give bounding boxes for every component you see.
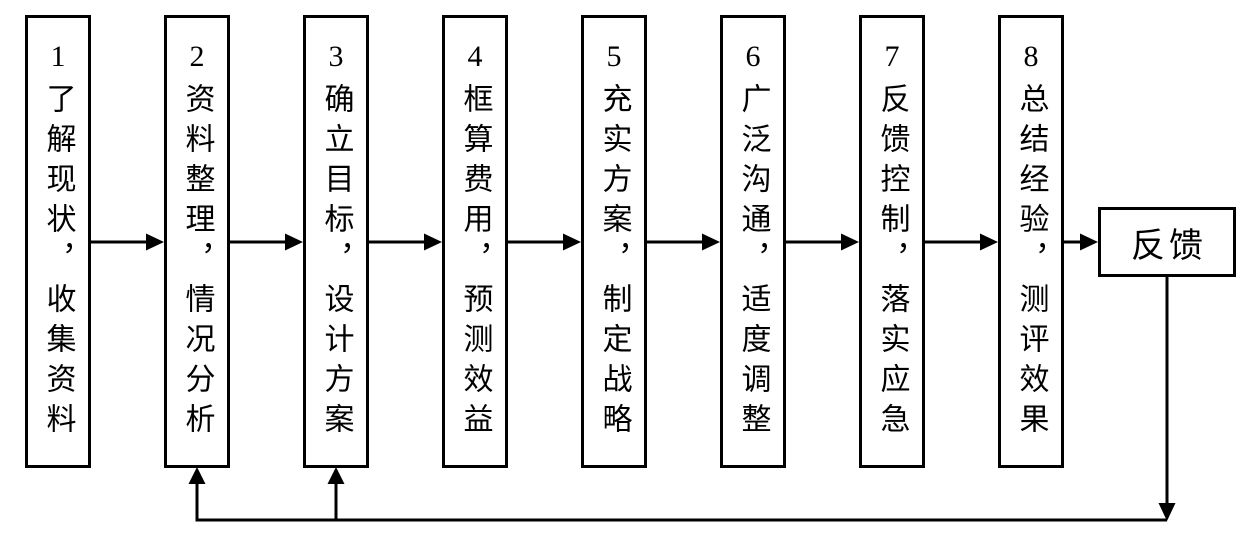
step-7-number: 7 [875, 40, 909, 83]
step-2-text: 2资料整理，情况分析 [181, 40, 214, 443]
step-7-label: 反馈控制，落实应急 [875, 83, 909, 443]
step-6-number: 6 [736, 40, 770, 83]
arrow-step2-step3 [230, 233, 303, 251]
arrow-step7-step8 [925, 233, 998, 251]
step-box-7: 7反馈控制，落实应急 [859, 15, 925, 468]
step-2-label: 资料整理，情况分析 [180, 83, 214, 443]
step-box-1: 1了解现状，收集资料 [25, 15, 91, 468]
arrow-step8-feedback [1064, 233, 1098, 251]
feedback-loop-line [188, 277, 1176, 522]
step-5-label: 充实方案，制定战略 [597, 83, 631, 443]
step-3-label: 确立目标，设计方案 [319, 83, 353, 443]
step-4-label: 框算费用，预测效益 [458, 83, 492, 443]
step-4-text: 4框算费用，预测效益 [459, 40, 492, 443]
feedback-label: 反馈 [1131, 227, 1207, 265]
step-2-number: 2 [180, 40, 214, 83]
step-box-5: 5充实方案，制定战略 [581, 15, 647, 468]
step-5-number: 5 [597, 40, 631, 83]
step-8-label: 总结经验，测评效果 [1014, 83, 1048, 443]
step-5-text: 5充实方案，制定战略 [598, 40, 631, 443]
step-3-text: 3确立目标，设计方案 [320, 40, 353, 443]
arrow-step3-step4 [369, 233, 442, 251]
step-1-text: 1了解现状，收集资料 [42, 40, 75, 443]
step-3-number: 3 [319, 40, 353, 83]
step-8-number: 8 [1014, 40, 1048, 83]
arrow-step1-step2 [91, 233, 164, 251]
step-box-4: 4框算费用，预测效益 [442, 15, 508, 468]
feedback-box: 反馈 [1098, 207, 1236, 277]
step-8-text: 8总结经验，测评效果 [1015, 40, 1048, 443]
step-7-text: 7反馈控制，落实应急 [876, 40, 909, 443]
arrow-step5-step6 [647, 233, 720, 251]
step-1-number: 1 [41, 40, 75, 83]
step-4-number: 4 [458, 40, 492, 83]
step-6-text: 6广泛沟通，适度调整 [737, 40, 770, 443]
step-box-3: 3确立目标，设计方案 [303, 15, 369, 468]
step-box-2: 2资料整理，情况分析 [164, 15, 230, 468]
step-1-label: 了解现状，收集资料 [41, 83, 75, 443]
arrow-step4-step5 [508, 233, 581, 251]
step-box-8: 8总结经验，测评效果 [998, 15, 1064, 468]
step-box-6: 6广泛沟通，适度调整 [720, 15, 786, 468]
arrow-step6-step7 [786, 233, 859, 251]
step-6-label: 广泛沟通，适度调整 [736, 83, 770, 443]
